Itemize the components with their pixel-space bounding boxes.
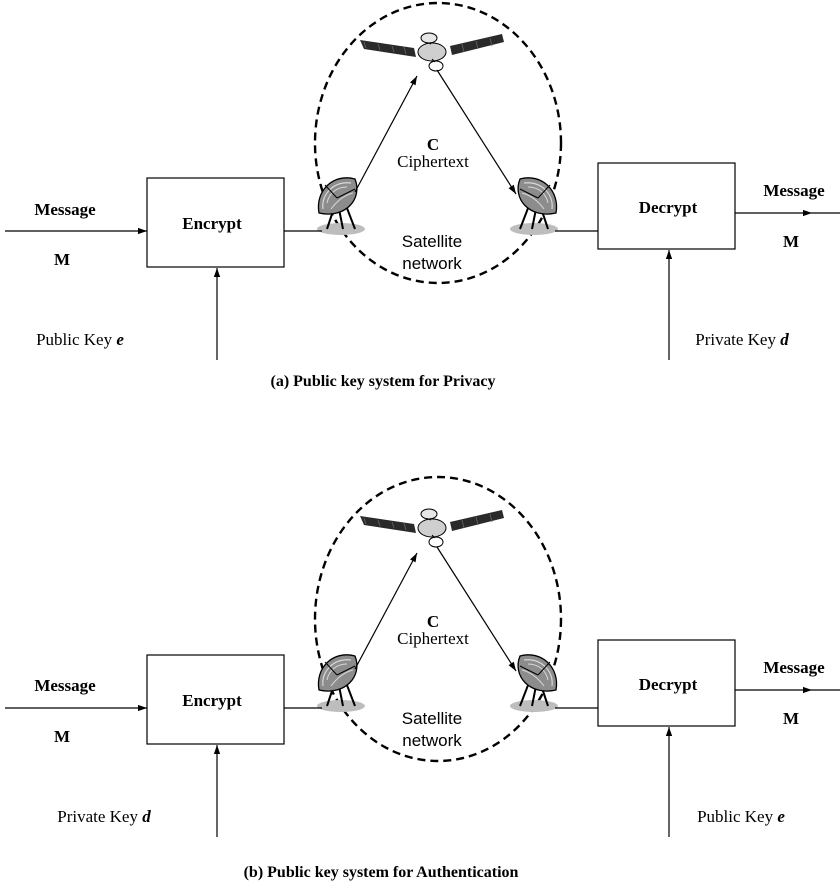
satellite-network-boundary — [313, 475, 563, 763]
encrypt-label: Encrypt — [182, 691, 242, 710]
encrypt-label: Encrypt — [182, 214, 242, 233]
key-right-label: Private Key d — [695, 330, 789, 349]
message-in-label: Message — [34, 200, 96, 219]
network-label-line1: Satellite — [402, 709, 462, 728]
uplink-arrow — [354, 552, 418, 670]
message-out-label: Message — [763, 658, 825, 677]
dish-right-icon — [509, 653, 559, 713]
message-in-symbol: M — [54, 727, 70, 746]
message-out-symbol: M — [783, 709, 799, 728]
key-left-label: Private Key d — [57, 807, 151, 826]
key-right-label: Public Key e — [697, 807, 785, 826]
satellite-icon — [359, 508, 505, 548]
cipher-label: Ciphertext — [397, 152, 469, 171]
panel-authentication: Message M Encrypt Private Key d C Cipher… — [5, 475, 840, 881]
network-label-line1: Satellite — [402, 232, 462, 251]
encrypt-box — [146, 177, 285, 268]
network-label-line2: network — [402, 254, 462, 273]
cipher-symbol: C — [427, 135, 439, 154]
cipher-label: Ciphertext — [397, 629, 469, 648]
satellite-icon — [359, 32, 505, 72]
decrypt-box — [597, 639, 736, 727]
decrypt-label: Decrypt — [639, 675, 698, 694]
uplink-arrow — [354, 75, 418, 193]
downlink-arrow — [436, 546, 517, 672]
message-out-symbol: M — [783, 232, 799, 251]
message-in-label: Message — [34, 676, 96, 695]
panel-privacy: Message M Encrypt Public Key e C Ciphert… — [5, 1, 840, 390]
decrypt-box — [597, 162, 736, 250]
panel-caption: (b) Public key system for Authentication — [244, 864, 519, 881]
decrypt-label: Decrypt — [639, 198, 698, 217]
message-in-symbol: M — [54, 250, 70, 269]
dish-right-icon — [509, 176, 559, 236]
downlink-arrow — [436, 69, 517, 195]
encrypt-box — [146, 654, 285, 745]
panel-caption: (a) Public key system for Privacy — [271, 373, 496, 390]
satellite-network-boundary — [313, 1, 563, 285]
network-label-line2: network — [402, 731, 462, 750]
key-left-label: Public Key e — [36, 330, 124, 349]
cipher-symbol: C — [427, 612, 439, 631]
message-out-label: Message — [763, 181, 825, 200]
